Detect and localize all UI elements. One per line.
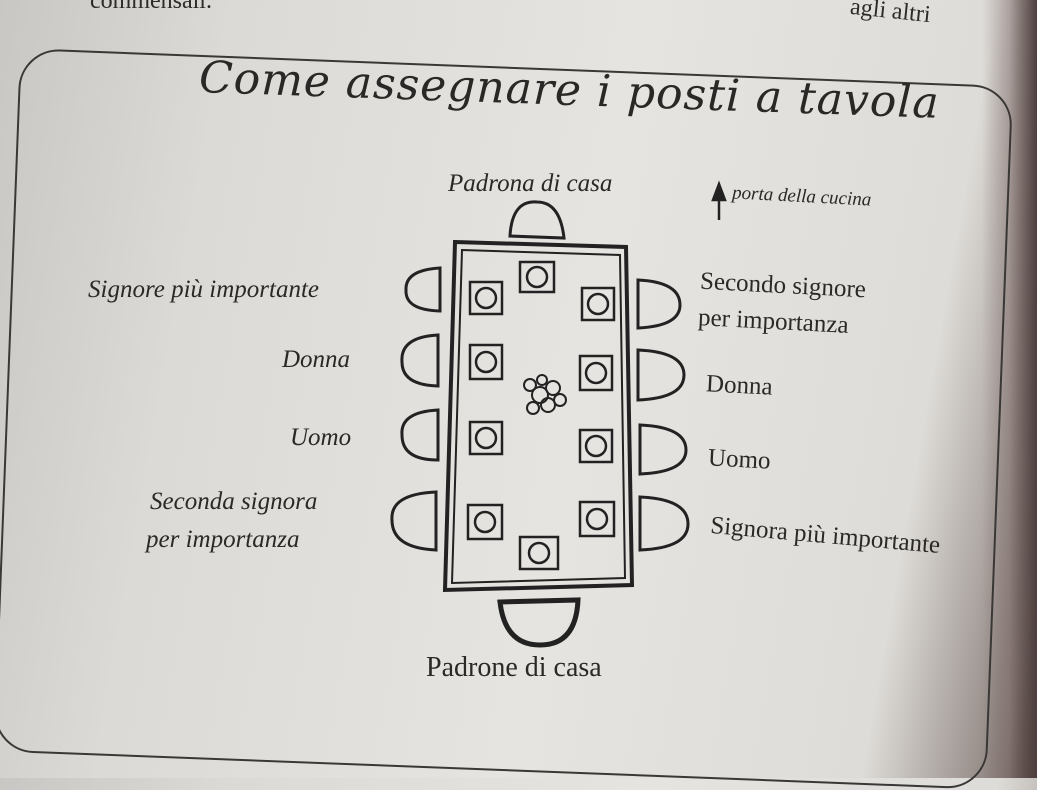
page-edge-shadow <box>982 0 1037 778</box>
top-fragment-left: commensali. <box>90 0 212 14</box>
label-left-3: Uomo <box>290 424 352 451</box>
table-outline <box>442 239 635 593</box>
label-left-1: Signore più importante <box>88 276 320 303</box>
label-left-2: Donna <box>282 346 351 373</box>
chair-left-3 <box>400 408 440 462</box>
label-left-4-line2: per importanza <box>146 526 300 553</box>
chair-left-1 <box>404 266 442 313</box>
chair-top <box>508 200 566 240</box>
chair-right-2 <box>636 348 686 402</box>
centerpiece-icon <box>523 374 567 415</box>
label-right-2: Donna <box>705 370 774 401</box>
label-right-3: Uomo <box>707 444 772 475</box>
chair-left-4 <box>390 490 438 552</box>
chair-left-2 <box>400 333 440 388</box>
chair-right-3 <box>638 423 688 476</box>
label-padrone-di-casa: Padrone di casa <box>426 652 602 683</box>
label-left-4-line1: Seconda signora <box>150 488 318 515</box>
chair-bottom <box>497 597 581 648</box>
arrow-up-icon <box>711 180 727 220</box>
chair-right-4 <box>638 495 690 552</box>
label-padrona-di-casa: Padrona di casa <box>448 170 613 197</box>
chair-right-1 <box>636 278 682 330</box>
